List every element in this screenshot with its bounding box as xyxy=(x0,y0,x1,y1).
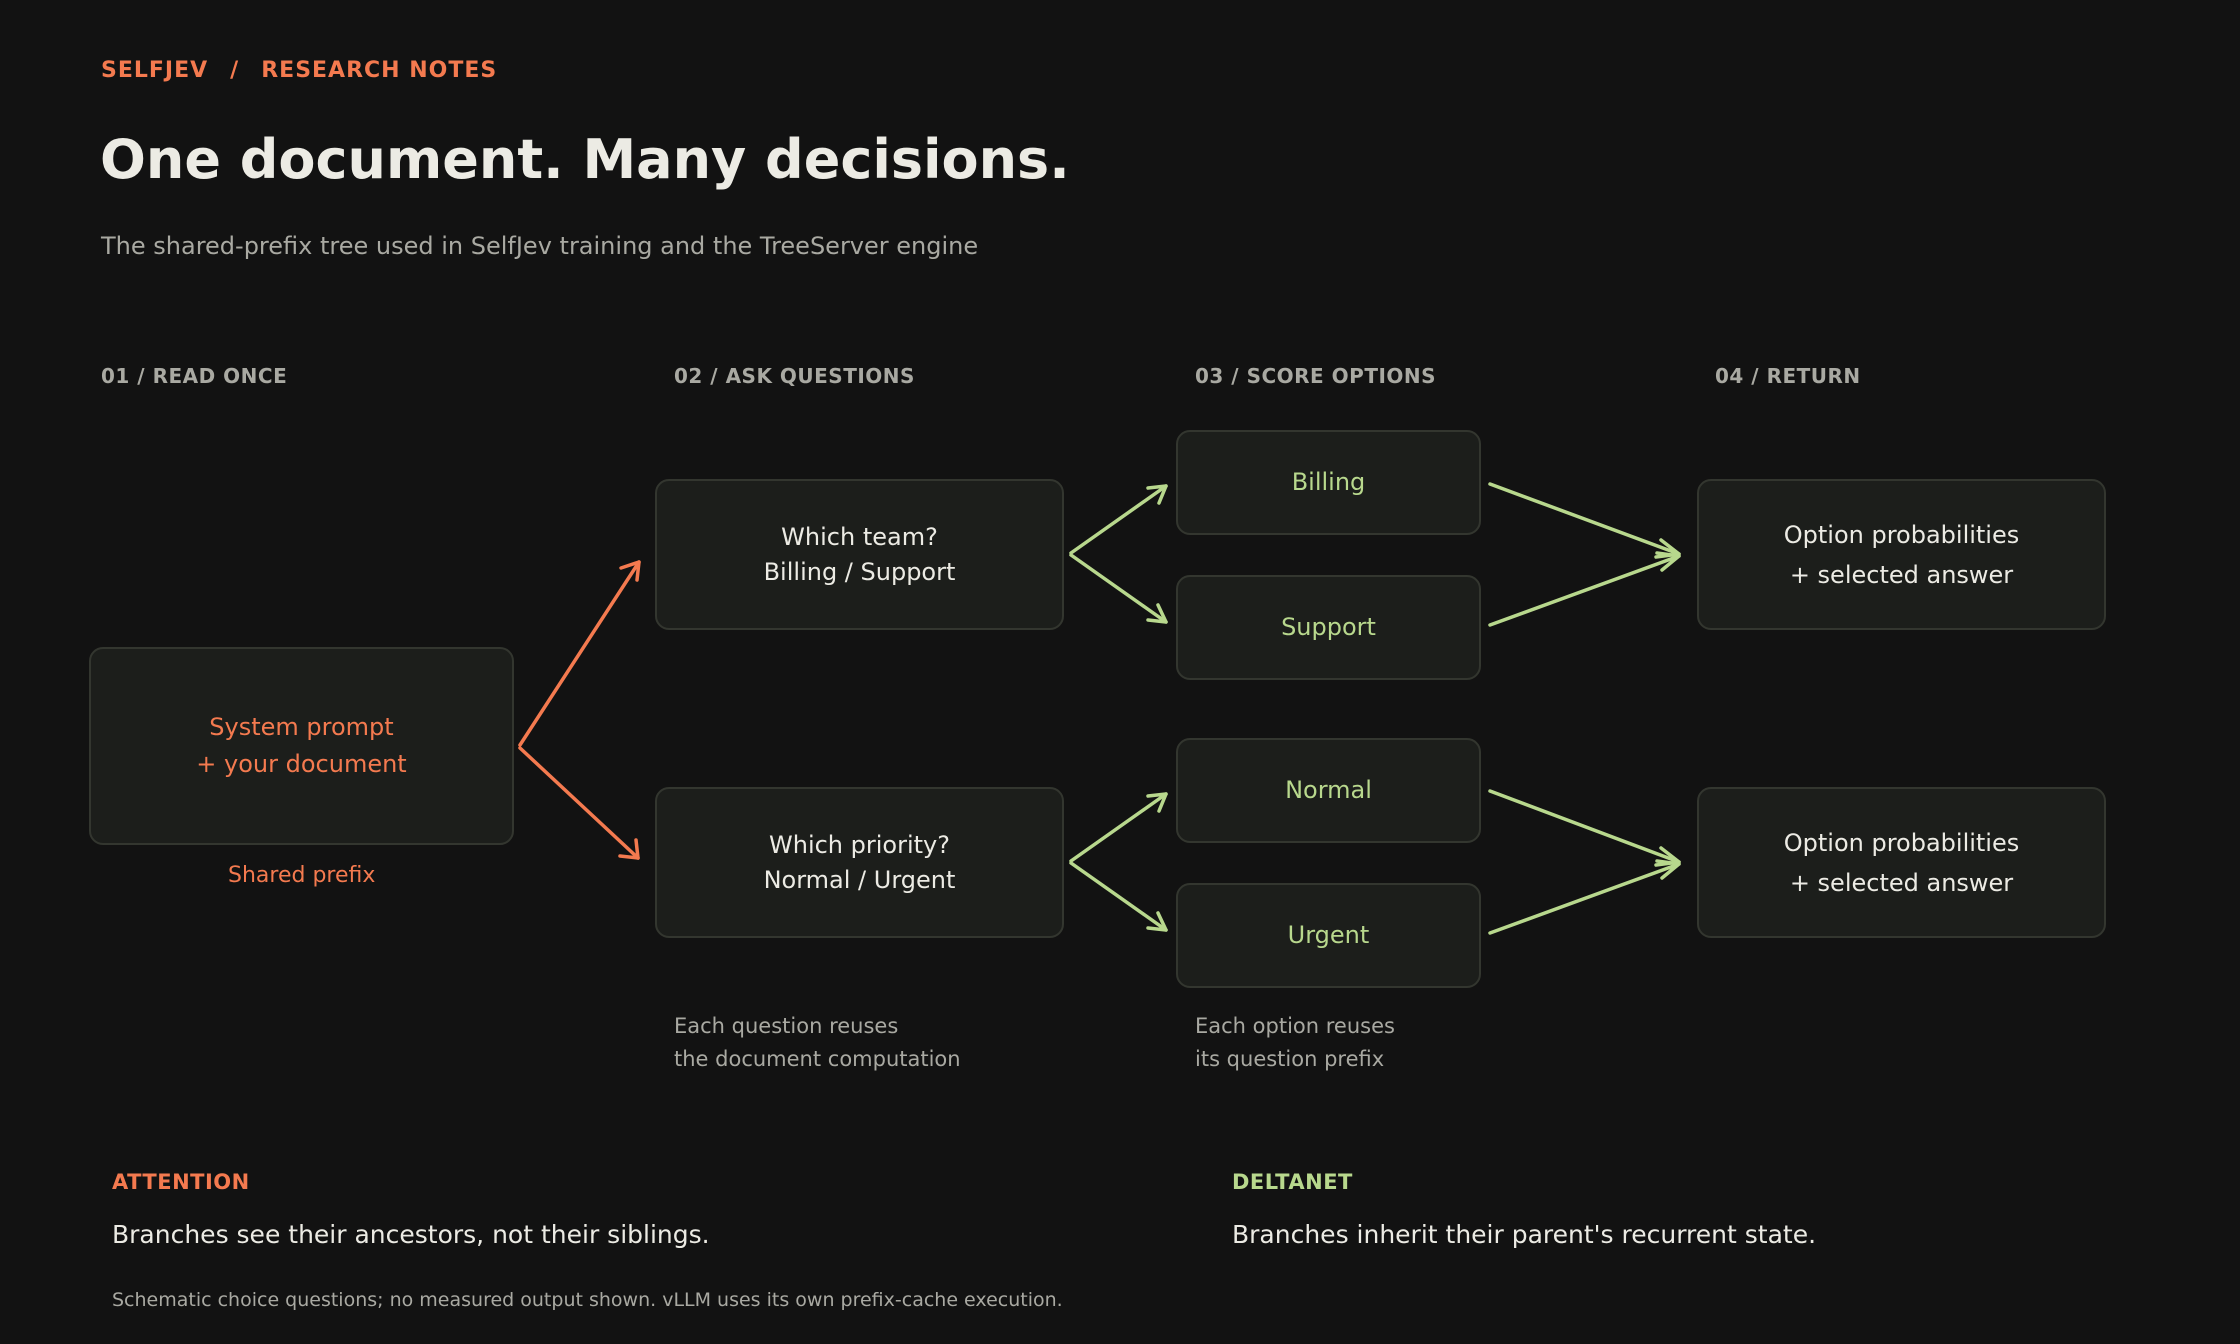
breadcrumb-brand[interactable]: SELFJEV xyxy=(101,58,209,83)
page-title: One document. Many decisions. xyxy=(100,128,1070,191)
step-label-score-options: 03 / SCORE OPTIONS xyxy=(1195,364,1437,388)
option-node-urgent[interactable]: Urgent xyxy=(1176,883,1481,988)
note-option-reuse: Each option reuses its question prefix xyxy=(1195,1014,1395,1071)
arrow-question-team-to-billing xyxy=(1069,484,1168,555)
question-node-label: Which team? Billing / Support xyxy=(763,522,956,586)
document-node[interactable]: System prompt + your document xyxy=(89,647,514,845)
question-node-priority[interactable]: Which priority? Normal / Urgent xyxy=(655,787,1064,938)
return-node-priority[interactable]: Option probabilities + selected answer xyxy=(1697,787,2106,938)
breadcrumb: SELFJEV / RESEARCH NOTES xyxy=(101,58,497,83)
step-label-return: 04 / RETURN xyxy=(1715,364,1861,388)
deltanet-text: Branches inherit their parent's recurren… xyxy=(1232,1220,1817,1249)
arrow-question-team-to-support xyxy=(1069,553,1168,624)
deltanet-label: DELTANET xyxy=(1232,1170,1353,1194)
arrow-urgent-to-return-priority xyxy=(1488,859,1681,935)
step-label-ask-questions: 02 / ASK QUESTIONS xyxy=(674,364,915,388)
attention-label: ATTENTION xyxy=(112,1170,250,1194)
return-node-label: Option probabilities + selected answer xyxy=(1783,828,2020,897)
arrow-normal-to-return-priority xyxy=(1488,789,1681,867)
page-subtitle: The shared-prefix tree used in SelfJev t… xyxy=(101,232,979,260)
arrow-document-to-question-team xyxy=(518,560,641,747)
breadcrumb-section[interactable]: RESEARCH NOTES xyxy=(261,58,498,83)
arrow-question-priority-to-urgent xyxy=(1069,861,1168,932)
document-node-label: System prompt + your document xyxy=(196,713,407,778)
return-node-label: Option probabilities + selected answer xyxy=(1783,520,2020,589)
option-node-support[interactable]: Support xyxy=(1176,575,1481,680)
step-label-read-once: 01 / READ ONCE xyxy=(101,364,288,388)
arrow-support-to-return-team xyxy=(1488,551,1681,627)
arrow-question-priority-to-normal xyxy=(1069,792,1168,863)
note-question-reuse: Each question reuses the document comput… xyxy=(674,1014,961,1071)
shared-prefix-caption: Shared prefix xyxy=(228,863,376,888)
disclaimer: Schematic choice questions; no measured … xyxy=(112,1289,1063,1311)
option-node-label: Support xyxy=(1281,613,1376,641)
question-node-label: Which priority? Normal / Urgent xyxy=(763,830,956,894)
attention-text: Branches see their ancestors, not their … xyxy=(112,1220,710,1249)
option-node-label: Normal xyxy=(1285,776,1372,804)
arrow-billing-to-return-team xyxy=(1488,482,1681,559)
option-node-label: Urgent xyxy=(1287,921,1370,949)
breadcrumb-separator: / xyxy=(230,58,240,83)
option-node-label: Billing xyxy=(1291,468,1366,496)
question-node-team[interactable]: Which team? Billing / Support xyxy=(655,479,1064,630)
arrow-document-to-question-priority xyxy=(518,746,640,860)
option-node-normal[interactable]: Normal xyxy=(1176,738,1481,843)
option-node-billing[interactable]: Billing xyxy=(1176,430,1481,535)
return-node-team[interactable]: Option probabilities + selected answer xyxy=(1697,479,2106,630)
